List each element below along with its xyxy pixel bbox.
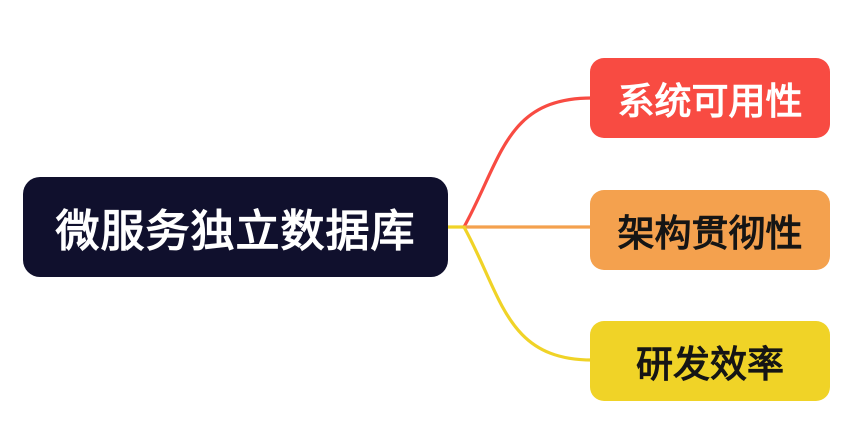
root-node-label: 微服务独立数据库: [55, 207, 416, 256]
branch-node-label: 系统可用性: [617, 81, 803, 122]
root-node-microservice-independent-database[interactable]: 微服务独立数据库: [23, 177, 448, 277]
branch-node-rd-efficiency[interactable]: 研发效率: [590, 321, 830, 401]
connector-to-branch-1: [462, 96, 594, 229]
connector-to-branch-3: [462, 225, 594, 362]
branch-node-label: 架构贯彻性: [617, 213, 803, 254]
branch-node-architecture-consistency[interactable]: 架构贯彻性: [590, 190, 830, 270]
branch-node-label: 研发效率: [636, 344, 784, 385]
branch-node-system-availability[interactable]: 系统可用性: [590, 58, 830, 138]
